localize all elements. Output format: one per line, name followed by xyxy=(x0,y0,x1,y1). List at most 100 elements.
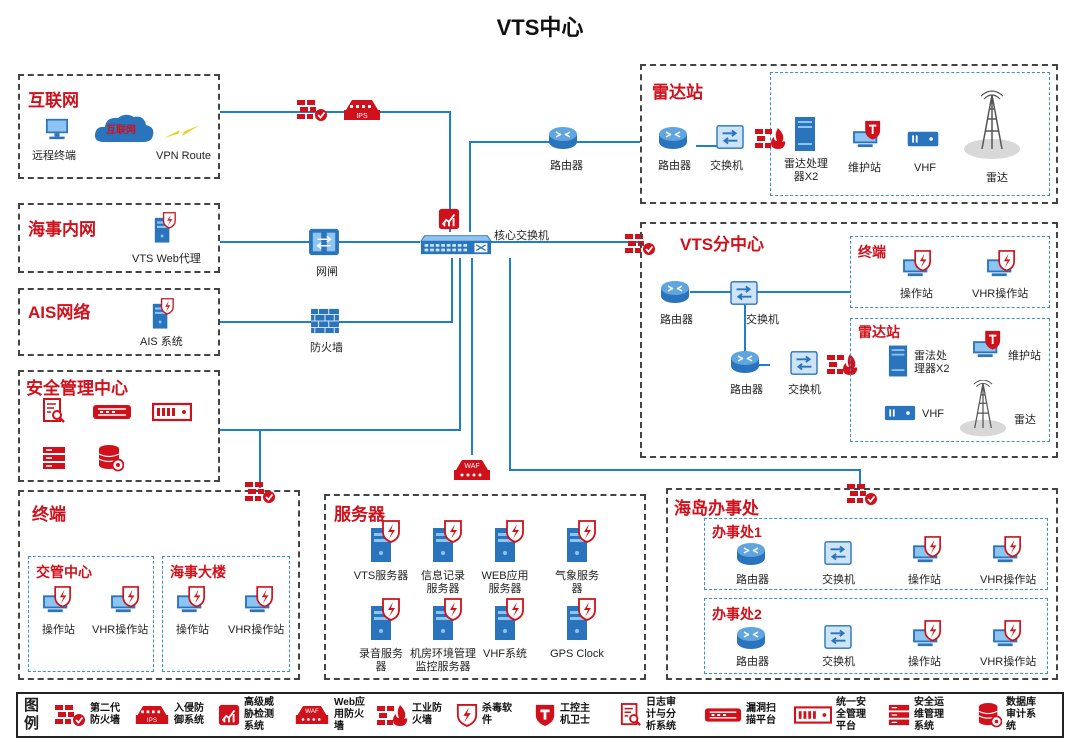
server-icon[interactable] xyxy=(494,598,524,642)
o1-switch-icon[interactable] xyxy=(824,540,852,566)
log-audit-icon xyxy=(42,398,66,424)
legend-item-label: 统一安 全管理 平台 xyxy=(836,697,866,732)
o1-op-icon[interactable] xyxy=(912,536,944,564)
server-icon[interactable] xyxy=(566,520,596,564)
ais-system-label: AIS 系统 xyxy=(140,336,183,348)
sub-maint-label: 维护站 xyxy=(1008,350,1041,362)
radar-router-icon[interactable] xyxy=(658,126,688,150)
server-icon[interactable] xyxy=(432,598,462,642)
radar-maint-label: 维护站 xyxy=(848,162,881,174)
core-switch-icon[interactable] xyxy=(418,232,494,256)
radar-tower-label: 雷达 xyxy=(986,172,1008,184)
usm-platform-icon xyxy=(152,402,192,422)
sub-proc-icon[interactable] xyxy=(888,344,908,378)
core-switch-label: 核心交换机 xyxy=(494,230,549,242)
legend-item-label: 高级威 胁检测 系统 xyxy=(244,697,274,732)
o2-switch-icon[interactable] xyxy=(824,624,852,650)
firewall-icon[interactable] xyxy=(296,98,328,122)
vpn-route-label: VPN Route xyxy=(156,150,212,162)
office2-title: 办事处2 xyxy=(712,606,762,622)
legend-host-guard-icon xyxy=(534,703,556,727)
center-router-icon[interactable] xyxy=(548,126,578,150)
legend-item-label: 漏洞扫 描平台 xyxy=(746,703,776,726)
mb-vhr-station-icon[interactable] xyxy=(244,586,276,614)
legend-item-label: 入侵防 御系统 xyxy=(174,703,204,726)
zone-msa-title: 海事内网 xyxy=(28,220,96,239)
sub-vhr-station-icon[interactable] xyxy=(986,250,1018,278)
zone-radar-title: 雷达站 xyxy=(652,83,703,102)
sub-vhf-label: VHF xyxy=(922,408,944,420)
zone-msa-building xyxy=(162,556,290,672)
mb-op-label: 操作站 xyxy=(176,624,209,636)
sub-router2-icon[interactable] xyxy=(730,350,760,374)
zone-vts-sub-title: VTS分中心 xyxy=(680,235,765,254)
sub-maint-icon[interactable] xyxy=(972,330,1004,358)
server-icon[interactable] xyxy=(566,598,596,642)
vuln-scan-icon xyxy=(92,402,132,422)
tc-op-station-icon[interactable] xyxy=(42,586,74,614)
sub-router1-icon[interactable] xyxy=(660,280,690,304)
o2-router-icon[interactable] xyxy=(736,626,766,650)
sub-radar-title: 雷达站 xyxy=(858,324,900,340)
zone-terminal-title: 终端 xyxy=(32,505,66,524)
waf-icon[interactable] xyxy=(452,458,492,482)
o2-op-icon[interactable] xyxy=(912,620,944,648)
o2-vhr-icon[interactable] xyxy=(992,620,1024,648)
legend-ips-icon xyxy=(134,704,170,726)
sub-proc-label: 雷法处 理器X2 xyxy=(914,350,950,375)
atd-icon[interactable] xyxy=(438,208,460,230)
msa-building-title: 海事大楼 xyxy=(170,564,226,580)
legend-ifw-icon xyxy=(376,703,408,727)
legend-vuln-scan-icon xyxy=(704,705,742,725)
zone-island-title: 海岛办事处 xyxy=(674,499,759,518)
mb-vhr-label: VHR操作站 xyxy=(228,624,285,636)
page-title: VTS中心 xyxy=(496,15,584,40)
web-proxy-icon[interactable] xyxy=(150,212,180,244)
zone-office1 xyxy=(704,518,1048,590)
legend-title: 图 例 xyxy=(24,697,40,732)
legend-item-label: 杀毒软 件 xyxy=(482,703,512,726)
smc-firewall-icon[interactable] xyxy=(244,480,276,504)
server-label: 气象服务 器 xyxy=(555,570,599,595)
radar-ifw-icon[interactable] xyxy=(754,126,786,150)
o2-op-label: 操作站 xyxy=(908,656,941,668)
blue-firewall-label: 防火墙 xyxy=(310,342,343,354)
radar-vhf-icon[interactable] xyxy=(906,130,940,148)
zone-security-center xyxy=(18,370,220,482)
radar-processor-icon[interactable] xyxy=(794,116,816,152)
zone-msa-intranet xyxy=(18,203,220,273)
legend-ops-icon xyxy=(888,704,910,726)
zone-sub-radar xyxy=(850,318,1050,442)
ais-system-icon[interactable] xyxy=(148,298,178,330)
sub-switch2-icon[interactable] xyxy=(790,350,818,376)
radar-maint-icon[interactable] xyxy=(852,120,884,148)
gateway-icon[interactable] xyxy=(308,228,340,256)
remote-terminal-icon[interactable] xyxy=(44,118,70,140)
mb-op-station-icon[interactable] xyxy=(176,586,208,614)
server-label: GPS Clock xyxy=(550,648,604,660)
ops-system-icon xyxy=(42,446,66,470)
server-icon[interactable] xyxy=(370,598,400,642)
zone-terminal xyxy=(18,490,300,680)
radar-switch-icon[interactable] xyxy=(716,124,744,150)
sub-router1-label: 路由器 xyxy=(660,314,693,326)
sub-tower-label: 雷达 xyxy=(1014,414,1036,426)
server-icon[interactable] xyxy=(432,520,462,564)
o1-router-icon[interactable] xyxy=(736,542,766,566)
radar-switch-label: 交换机 xyxy=(710,160,743,172)
sub-vhf-icon[interactable] xyxy=(884,404,916,422)
o1-router-label: 路由器 xyxy=(736,574,769,586)
sub-tower-icon[interactable] xyxy=(958,380,1008,438)
tc-vhr-station-icon[interactable] xyxy=(110,586,142,614)
radar-tower-icon[interactable] xyxy=(962,90,1022,162)
zone-island-office xyxy=(666,488,1058,680)
server-icon[interactable] xyxy=(494,520,524,564)
sub-vhr-label: VHR操作站 xyxy=(972,288,1029,300)
o1-vhr-icon[interactable] xyxy=(992,536,1024,564)
sub-switch1-icon[interactable] xyxy=(730,280,758,306)
server-icon[interactable] xyxy=(370,520,400,564)
blue-firewall-icon[interactable] xyxy=(310,308,340,334)
sub-op-station-icon[interactable] xyxy=(902,250,934,278)
ips-icon[interactable] xyxy=(342,98,382,122)
zone-servers-title: 服务器 xyxy=(334,505,385,524)
